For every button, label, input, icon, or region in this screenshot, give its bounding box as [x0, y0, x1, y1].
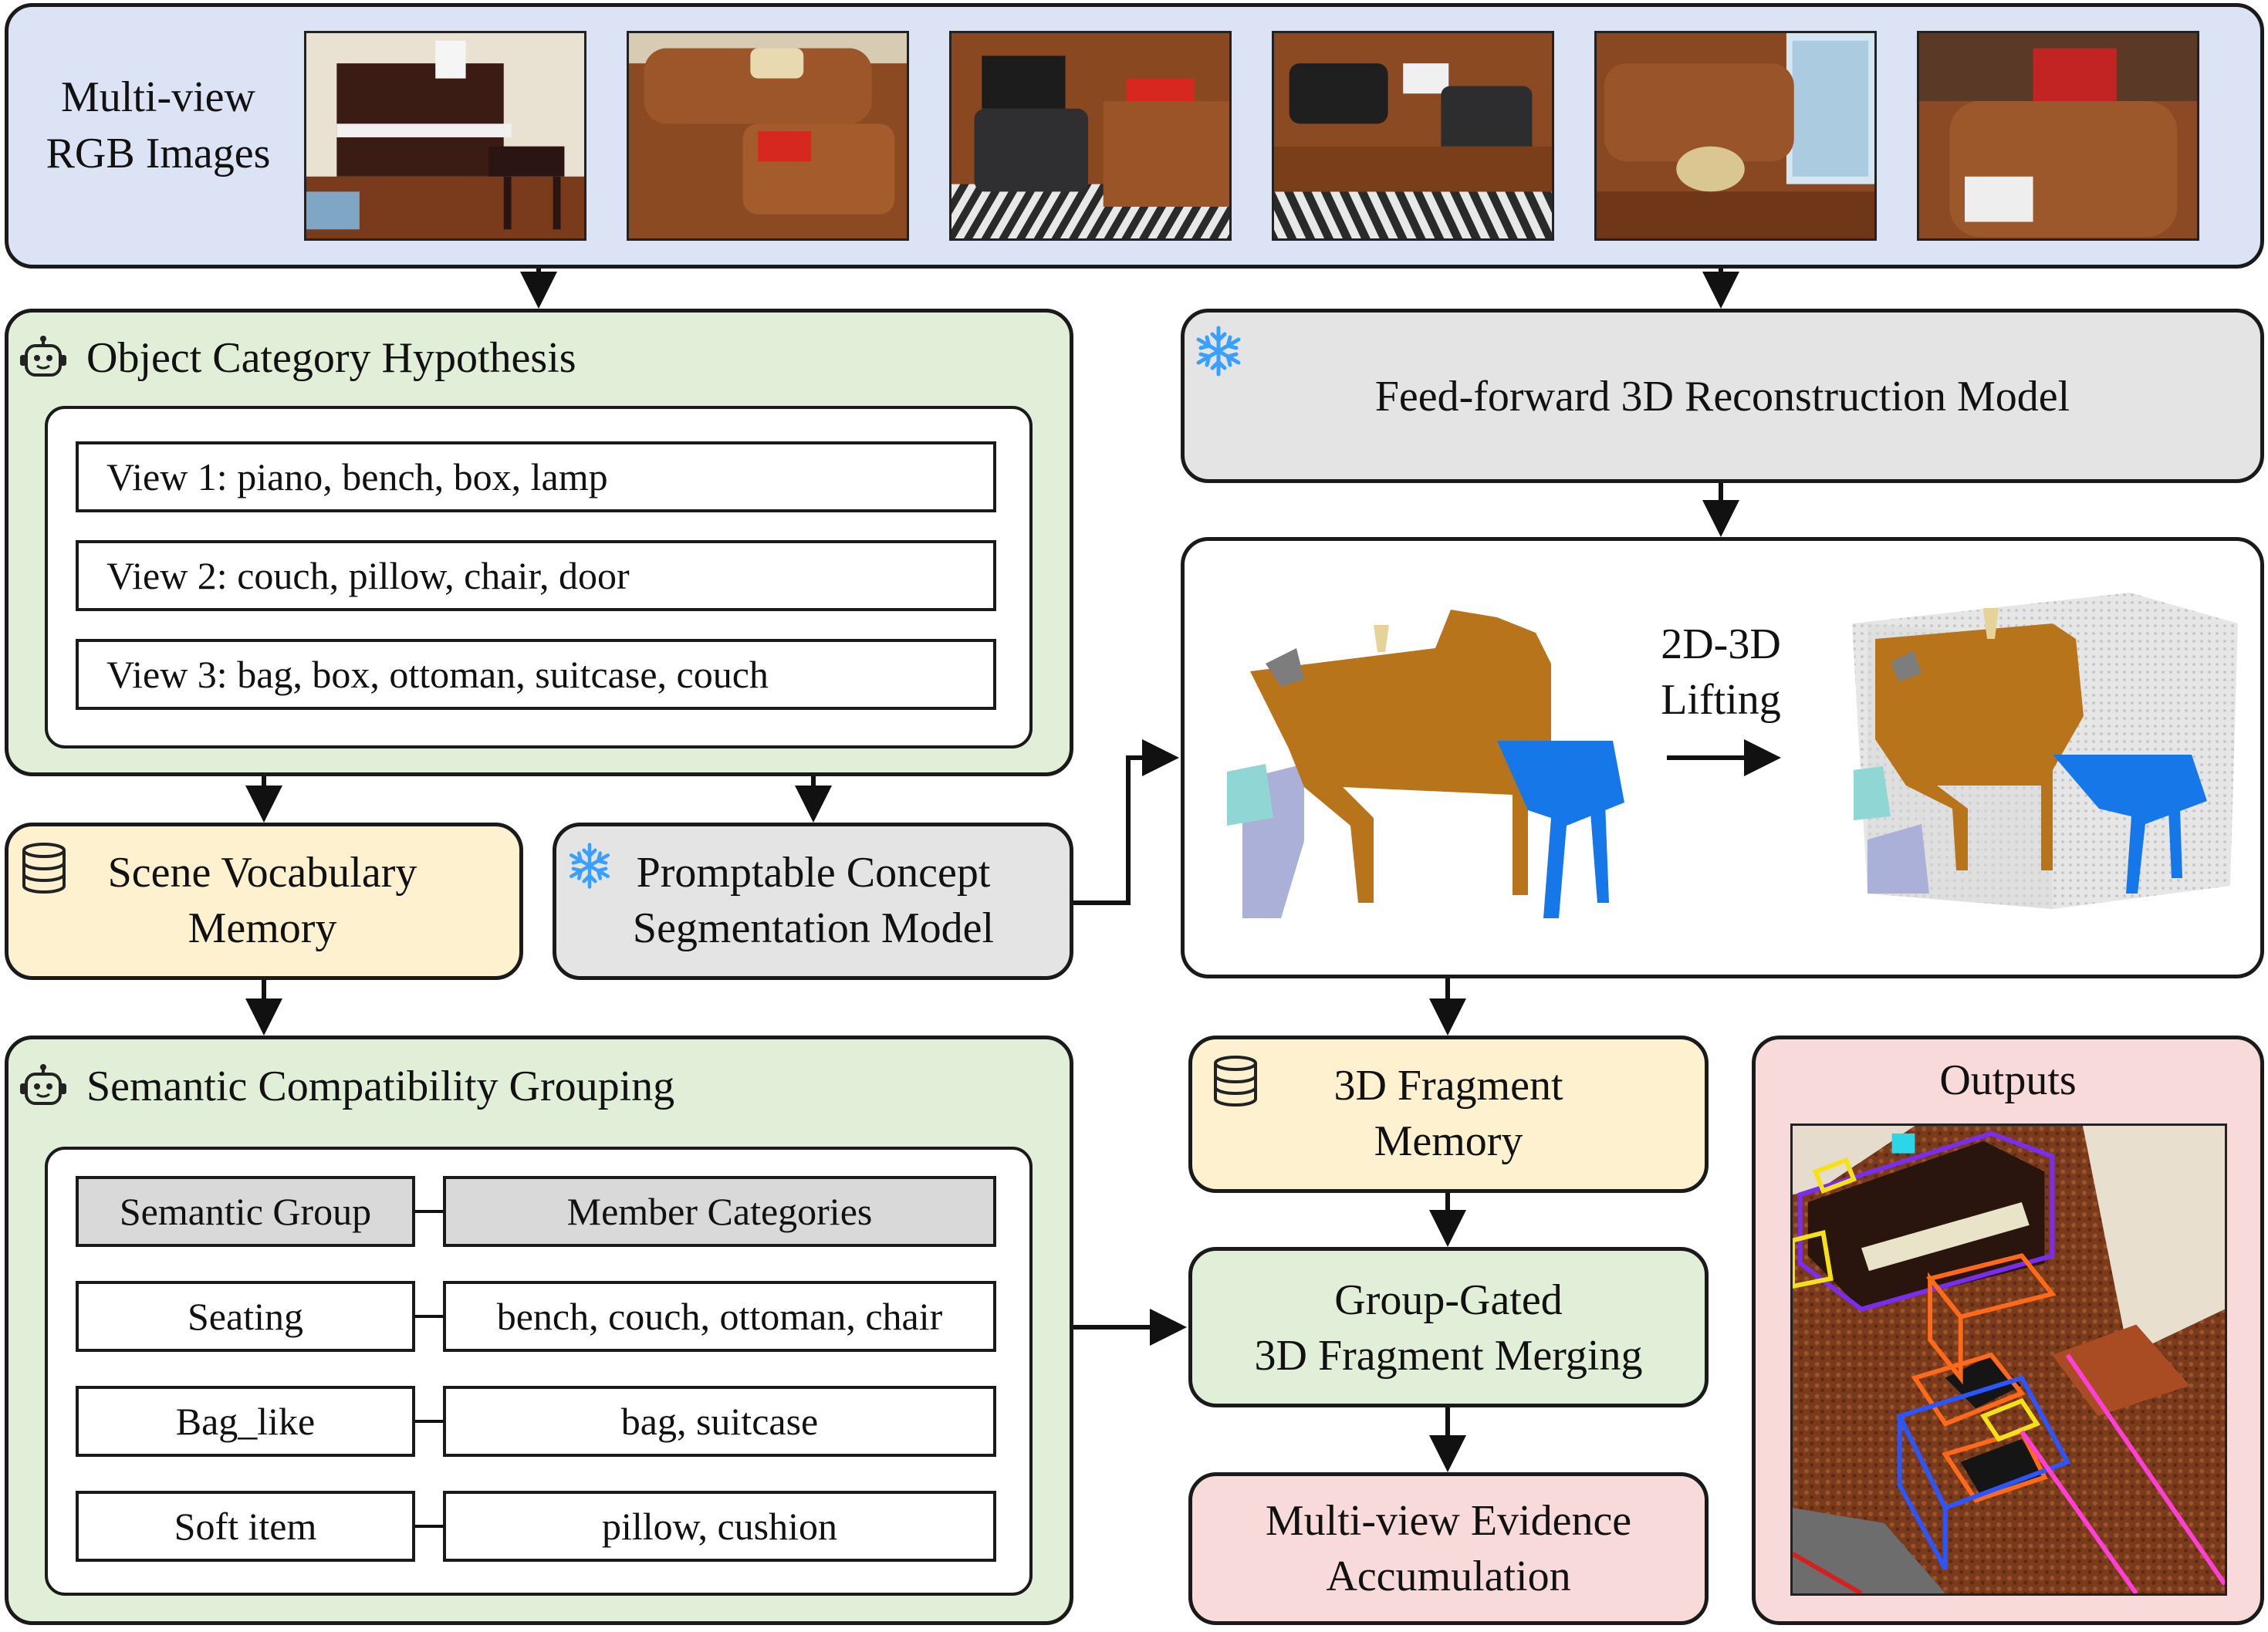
input-image-5	[1594, 31, 1877, 241]
lifting-label: 2D-3D Lifting	[1644, 617, 1798, 728]
lifting-label-line1: 2D-3D	[1661, 620, 1781, 668]
group-row-3-members: pillow, cushion	[443, 1491, 996, 1562]
snowflake-icon	[1196, 326, 1241, 377]
fragment-memory-line2: Memory	[1374, 1117, 1523, 1165]
recon-title: Feed-forward 3D Reconstruction Model	[1374, 373, 2070, 421]
merging-panel	[1188, 1247, 1709, 1407]
snowflake-icon	[569, 843, 610, 889]
outputs-title: Outputs	[1939, 1056, 2077, 1104]
hypothesis-title: Object Category Hypothesis	[86, 334, 576, 382]
vocab-title-line2: Memory	[188, 904, 337, 952]
accumulation-title: Multi-view Evidence Accumulation	[1188, 1494, 1709, 1604]
robot-icon	[20, 1064, 66, 1105]
vocab-title-line1: Scene Vocabulary	[107, 849, 417, 897]
seg-title-line2: Segmentation Model	[632, 904, 995, 952]
merging-line2: 3D Fragment Merging	[1254, 1331, 1643, 1380]
merging-line1: Group-Gated	[1334, 1276, 1563, 1324]
fragment-memory-line1: 3D Fragment	[1333, 1062, 1563, 1110]
input-image-3	[949, 31, 1232, 241]
vocab-title: Scene Vocabulary Memory	[46, 846, 478, 956]
merging-title: Group-Gated 3D Fragment Merging	[1188, 1273, 1709, 1384]
point-cloud-illustration	[1852, 593, 2238, 909]
seg-title: Promptable Concept Segmentation Model	[571, 846, 1056, 956]
database-icon	[1214, 1056, 1257, 1107]
robot-icon	[20, 336, 66, 377]
hypothesis-view-2: View 2: couch, pillow, chair, door	[76, 540, 996, 611]
accumulation-line2: Accumulation	[1326, 1552, 1571, 1600]
input-image-2	[627, 31, 909, 241]
grouping-header-members: Member Categories	[443, 1176, 996, 1247]
group-row-2-members: bag, suitcase	[443, 1386, 996, 1457]
grouping-title: Semantic Compatibility Grouping	[86, 1063, 675, 1110]
group-row-3-name: Soft item	[76, 1491, 415, 1562]
segmentation-mask-illustration	[1227, 610, 1624, 918]
seg-panel	[553, 823, 1073, 980]
hypothesis-view-1: View 1: piano, bench, box, lamp	[76, 441, 996, 512]
input-title: Multi-view RGB Images	[31, 69, 286, 182]
lifting-label-line2: Lifting	[1661, 675, 1781, 724]
database-icon	[22, 843, 66, 894]
accumulation-line1: Multi-view Evidence	[1265, 1497, 1632, 1545]
group-row-1-name: Seating	[76, 1281, 415, 1352]
grouping-header-group: Semantic Group	[76, 1176, 415, 1247]
outputs-3d-detection-image	[1790, 1123, 2227, 1596]
input-image-1	[304, 31, 586, 241]
fragment-memory-panel	[1188, 1036, 1709, 1193]
accumulation-panel	[1188, 1472, 1709, 1625]
seg-title-line1: Promptable Concept	[636, 849, 991, 897]
input-image-6	[1917, 31, 2199, 241]
group-row-2-name: Bag_like	[76, 1386, 415, 1457]
hypothesis-view-3: View 3: bag, box, ottoman, suitcase, cou…	[76, 639, 996, 710]
input-title-text: Multi-view RGB Images	[46, 73, 271, 177]
group-row-1-members: bench, couch, ottoman, chair	[443, 1281, 996, 1352]
input-image-4	[1272, 31, 1554, 241]
fragment-memory-title: 3D Fragment Memory	[1188, 1059, 1709, 1169]
vocab-panel	[5, 823, 523, 980]
recon-panel	[1181, 309, 2264, 483]
